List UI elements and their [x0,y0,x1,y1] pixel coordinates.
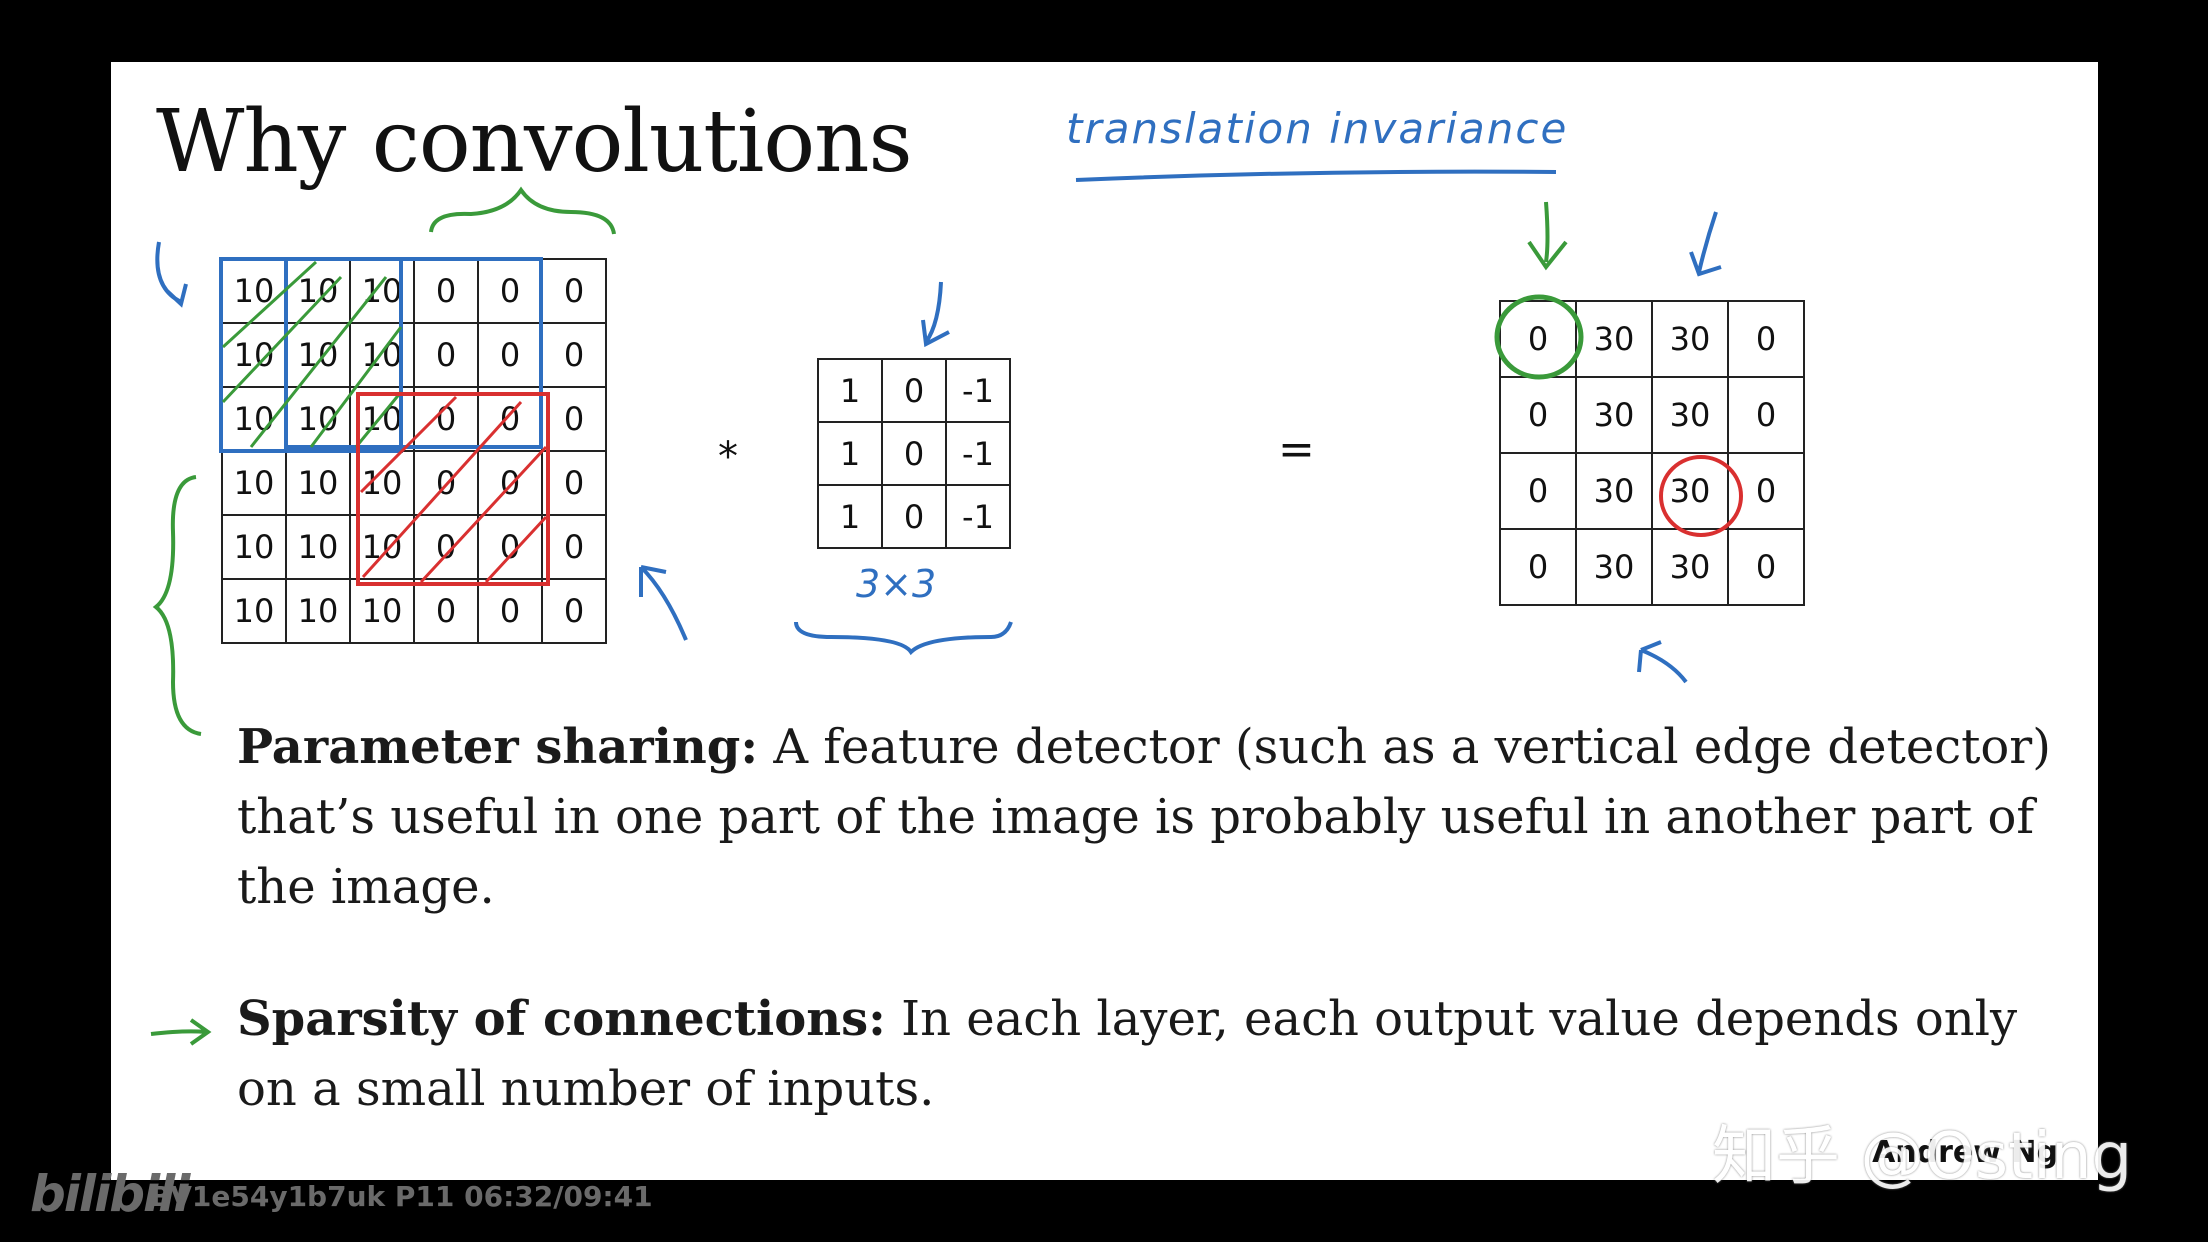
input-cell: 0 [541,450,607,516]
output-cell: 30 [1651,376,1729,454]
output-cell: 0 [1499,528,1577,606]
green-bullet-arrow [150,1018,212,1046]
parameter-sharing-text: A feature detector (such as a vertical e… [237,719,2051,915]
filter-cell: 0 [881,358,947,423]
input-cell: 0 [541,578,607,644]
input-cell: 10 [221,322,287,388]
slide-title: Why convolutions [156,92,913,192]
filter-cell: 1 [817,421,883,486]
input-cell: 0 [541,514,607,580]
filter-cell: -1 [945,358,1011,423]
output-cell: 0 [1727,528,1805,606]
filter-cell: -1 [945,484,1011,549]
output-cell: 0 [1727,376,1805,454]
blue-hook-arrow [155,241,188,308]
input-cell: 0 [413,258,479,324]
filter-cell: 1 [817,358,883,423]
filter-cell: 0 [881,484,947,549]
zhihu-watermark: 知乎 @Osting [1712,1120,2133,1194]
input-cell: 0 [477,514,543,580]
input-cell: 10 [285,514,351,580]
output-arrow [1637,640,1688,684]
filter-cell: 1 [817,484,883,549]
output-cell: 30 [1575,300,1653,378]
input-cell: 0 [477,386,543,452]
parameter-sharing-paragraph: Parameter sharing: A feature detector (s… [237,712,2057,922]
green-brace-top [429,186,616,235]
sparsity-paragraph: Sparsity of connections: In each layer, … [237,984,2057,1124]
input-cell: 10 [285,578,351,644]
input-cell: 0 [477,578,543,644]
handwritten-annotations [150,169,1743,1046]
red-hatch [359,395,548,584]
filter-cell: -1 [945,421,1011,486]
blue-box-top-mid [284,257,543,449]
author-credit: Andrew Ng [1872,1135,2058,1170]
blue-arrow [1689,211,1722,277]
output-cell: 0 [1499,452,1577,530]
sparsity-heading: Sparsity of connections: [237,991,886,1047]
red-box [356,392,550,586]
filter-brace [794,621,1013,656]
output-cell: 30 [1651,528,1729,606]
red-circle [1659,455,1743,537]
output-cell: 30 [1651,452,1729,530]
input-cell: 10 [221,514,287,580]
input-cell: 0 [477,258,543,324]
input-cell: 0 [541,386,607,452]
green-brace-left [152,475,202,736]
input-cell: 10 [349,322,415,388]
output-cell: 30 [1575,528,1653,606]
note-underline [1075,169,1557,182]
equals-operator: = [1278,424,1315,475]
blue-box-top-left [219,257,403,453]
green-hatch [221,260,403,448]
input-cell: 0 [541,322,607,388]
input-cell: 10 [285,450,351,516]
input-cell: 0 [413,514,479,580]
input-cell: 10 [349,578,415,644]
output-cell: 0 [1727,300,1805,378]
video-id-timestamp: BV1e54y1b7uk P11 06:32/09:41 [150,1180,653,1213]
input-cell: 10 [221,258,287,324]
output-cell: 30 [1575,376,1653,454]
input-cell: 0 [541,258,607,324]
input-cell: 10 [221,578,287,644]
input-cell: 0 [477,322,543,388]
output-cell: 30 [1651,300,1729,378]
bilibili-logo: bilibili [30,1165,190,1223]
input-cell: 0 [413,322,479,388]
parameter-sharing-heading: Parameter sharing: [237,719,759,775]
sparsity-text: In each layer, each output value depends… [237,991,2018,1117]
green-arrow [1527,201,1568,271]
handwritten-filter-size: 3×3 [856,562,937,606]
input-cell: 10 [285,386,351,452]
handwritten-translation-note: translation invariance [1066,104,1569,153]
filter-cell: 0 [881,421,947,486]
output-cell: 30 [1575,452,1653,530]
input-cell: 0 [413,578,479,644]
filter-arrow [921,281,950,348]
green-circle [1494,294,1584,380]
convolution-operator: * [718,434,738,480]
input-cell: 10 [285,258,351,324]
input-cell: 10 [349,258,415,324]
blue-curved-arrow [639,565,688,641]
input-cell: 0 [413,386,479,452]
